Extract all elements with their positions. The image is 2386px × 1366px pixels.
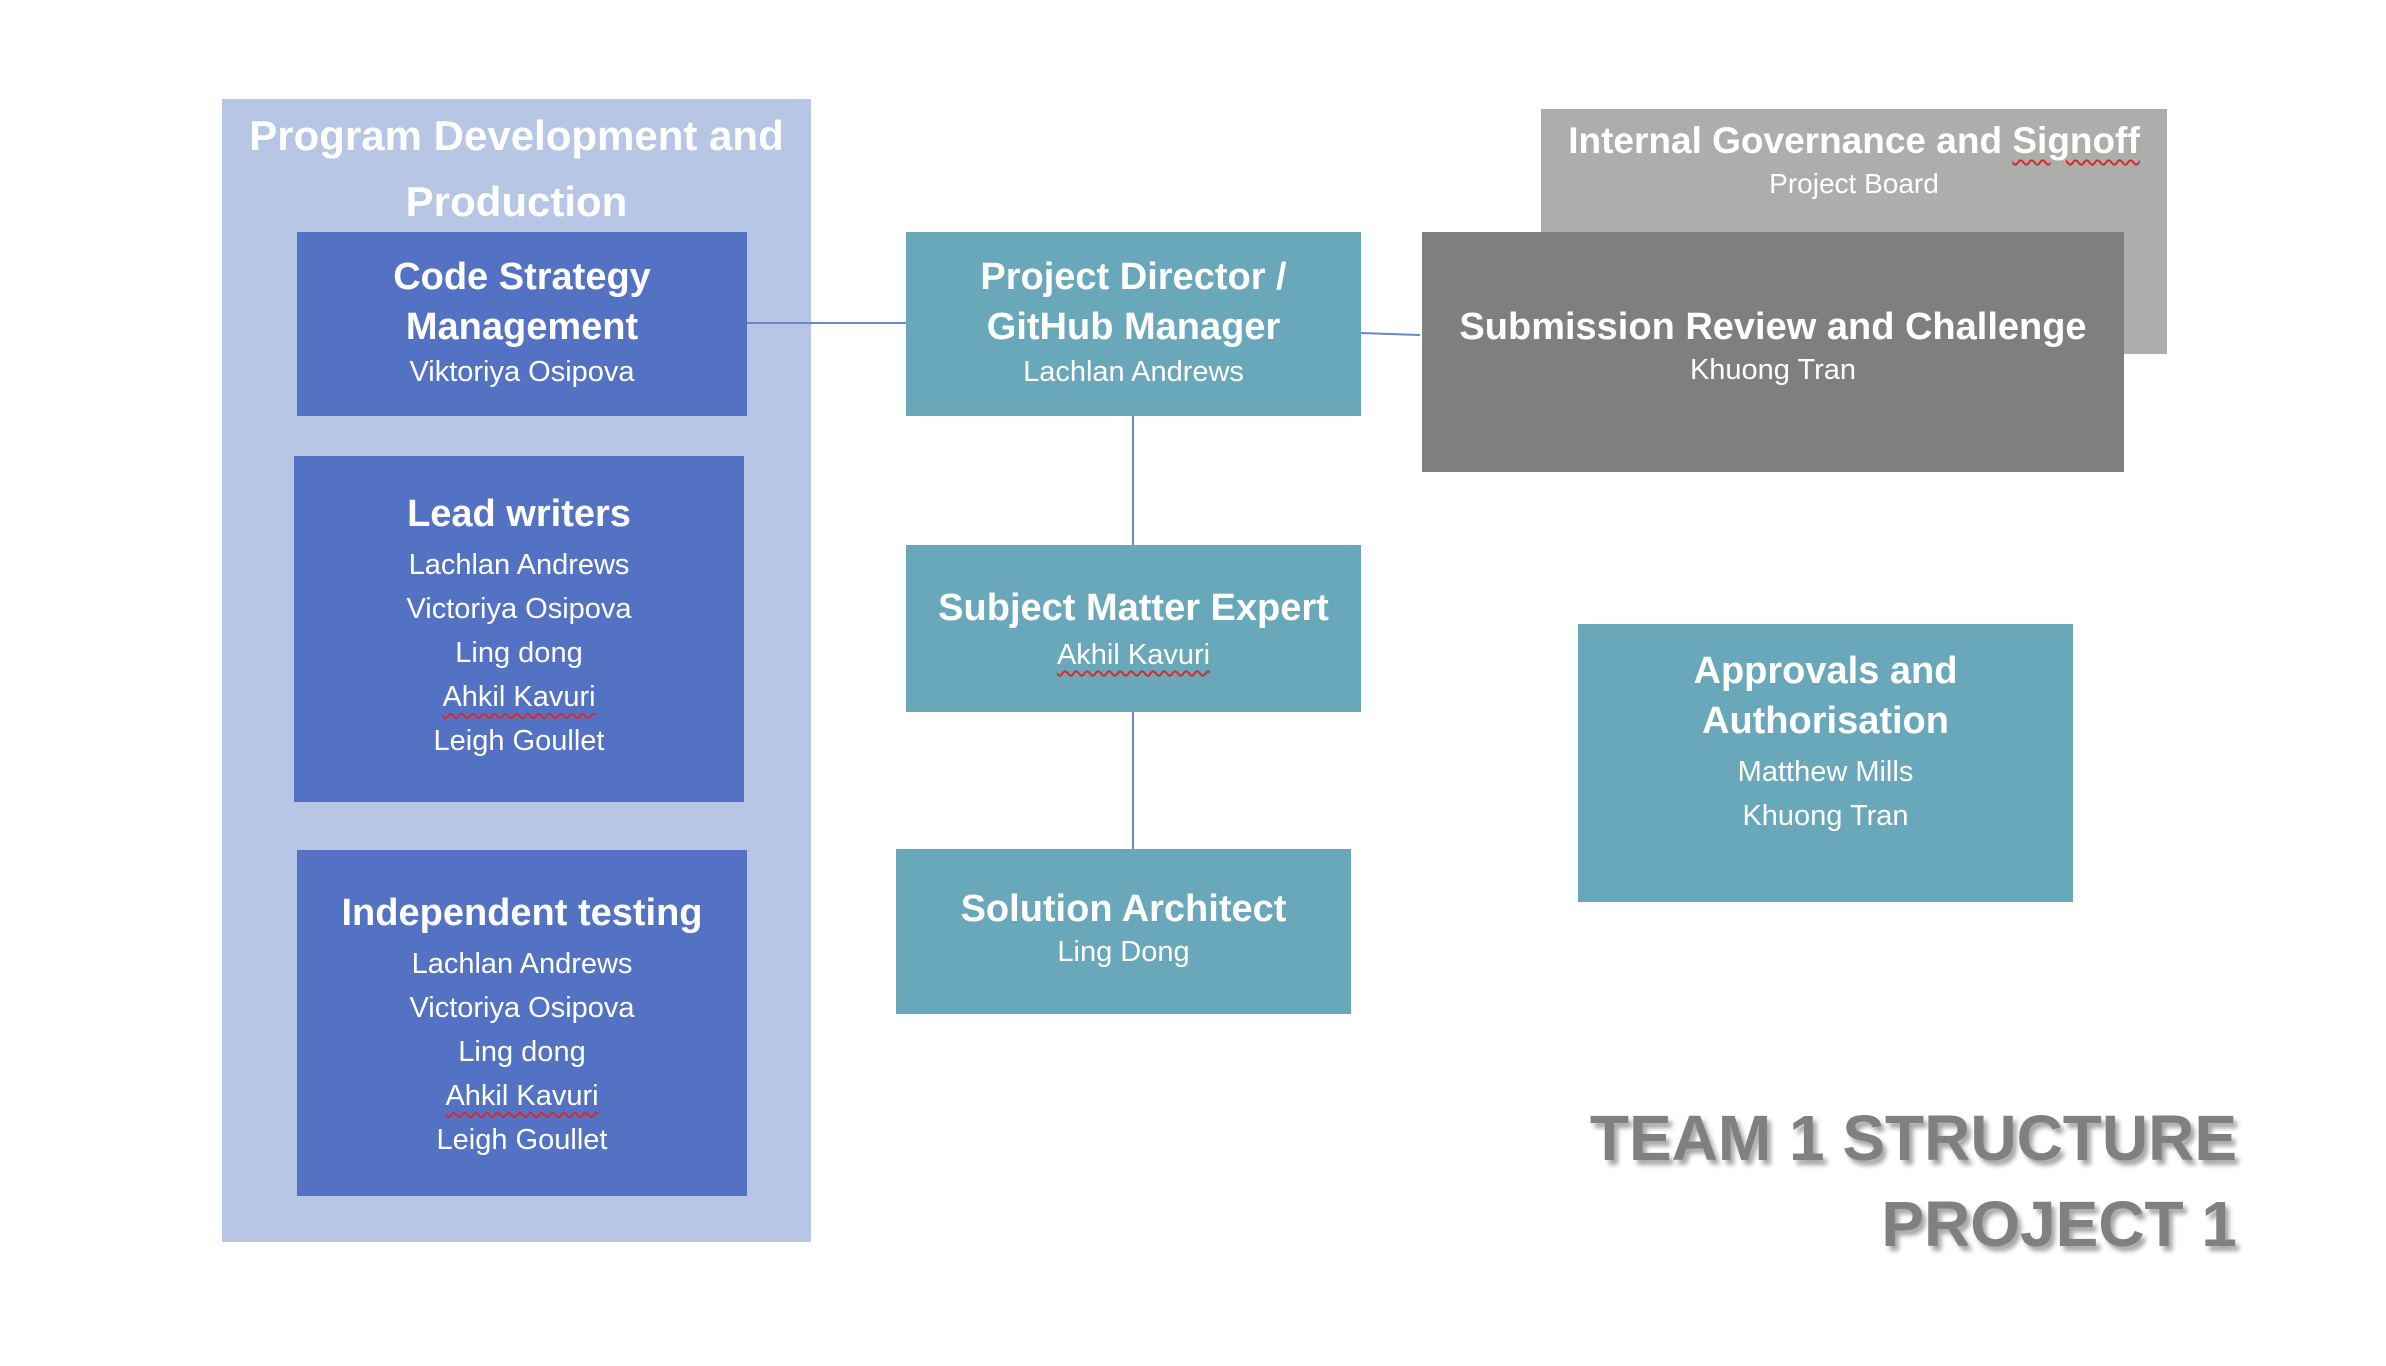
tester-flagged-name: Ahkil Kavuri bbox=[445, 1080, 599, 1113]
subject-matter-expert-title: Subject Matter Expert bbox=[938, 587, 1329, 629]
solution-architect-box: Solution Architect Ling Dong bbox=[896, 849, 1351, 1014]
subject-matter-expert-box: Subject Matter Expert Akhil Kavuri bbox=[906, 545, 1361, 712]
tester-item: Victoriya Osipova bbox=[409, 992, 635, 1025]
tester-item: Leigh Goullet bbox=[436, 1124, 608, 1157]
code-strategy-person: Viktoriya Osipova bbox=[409, 356, 635, 389]
independent-testing-box: Independent testing Lachlan Andrews Vict… bbox=[297, 850, 747, 1196]
submission-review-title: Submission Review and Challenge bbox=[1459, 306, 2087, 348]
lead-writer-item: Ling dong bbox=[455, 637, 583, 670]
approvals-title-line1: Approvals and bbox=[1693, 650, 1958, 692]
approvals-box: Approvals and Authorisation Matthew Mill… bbox=[1578, 624, 2073, 902]
project-director-title-line2: GitHub Manager bbox=[986, 306, 1281, 349]
tester-item: Ahkil Kavuri bbox=[297, 1074, 747, 1118]
submission-review-box: Submission Review and Challenge Khuong T… bbox=[1422, 232, 2124, 472]
internal-governance-flagged-word: Signoff bbox=[2012, 120, 2140, 161]
project-director-person: Lachlan Andrews bbox=[1023, 356, 1244, 389]
code-strategy-box: Code Strategy Management Viktoriya Osipo… bbox=[297, 232, 747, 416]
approvals-title-line2: Authorisation bbox=[1702, 700, 1949, 743]
solution-architect-title: Solution Architect bbox=[960, 888, 1287, 930]
lead-writer-flagged-name: Ahkil Kavuri bbox=[442, 681, 596, 714]
internal-governance-title-main: Internal Governance and bbox=[1568, 120, 2013, 161]
connector-director-to-review bbox=[1359, 332, 1421, 336]
tester-item: Ling dong bbox=[458, 1036, 586, 1069]
subject-matter-expert-person: Akhil Kavuri bbox=[1056, 639, 1211, 672]
page-title-line2: PROJECT 1 bbox=[1881, 1188, 2237, 1261]
code-strategy-title-line2: Management bbox=[405, 306, 639, 349]
lead-writers-title: Lead writers bbox=[407, 493, 631, 535]
page-title-line1: TEAM 1 STRUCTURE bbox=[1589, 1102, 2237, 1174]
internal-governance-subtitle: Project Board bbox=[1769, 167, 1939, 199]
code-strategy-title-line1: Code Strategy bbox=[393, 256, 651, 298]
page-title: TEAM 1 STRUCTURE PROJECT 1 bbox=[1590, 1095, 2237, 1268]
lead-writer-item: Victoriya Osipova bbox=[406, 593, 632, 626]
submission-review-person: Khuong Tran bbox=[1689, 354, 1857, 387]
approver-item: Khuong Tran bbox=[1742, 800, 1909, 833]
program-panel-title-line2: Production bbox=[405, 177, 628, 225]
subject-matter-expert-person-line: Akhil Kavuri bbox=[906, 639, 1361, 672]
lead-writer-item: Ahkil Kavuri bbox=[294, 675, 744, 719]
independent-testing-title: Independent testing bbox=[341, 892, 703, 934]
approver-item: Matthew Mills bbox=[1737, 756, 1914, 789]
lead-writer-item: Leigh Goullet bbox=[433, 725, 605, 758]
lead-writers-box: Lead writers Lachlan Andrews Victoriya O… bbox=[294, 456, 744, 802]
solution-architect-person: Ling Dong bbox=[1057, 936, 1190, 969]
lead-writer-item: Lachlan Andrews bbox=[408, 549, 630, 582]
project-director-box: Project Director / GitHub Manager Lachla… bbox=[906, 232, 1361, 416]
tester-item: Lachlan Andrews bbox=[411, 948, 633, 981]
project-director-title-line1: Project Director / bbox=[980, 256, 1287, 298]
internal-governance-title: Internal Governance and Signoff bbox=[1541, 117, 2167, 166]
program-panel-title-line1: Program Development and bbox=[249, 112, 784, 159]
